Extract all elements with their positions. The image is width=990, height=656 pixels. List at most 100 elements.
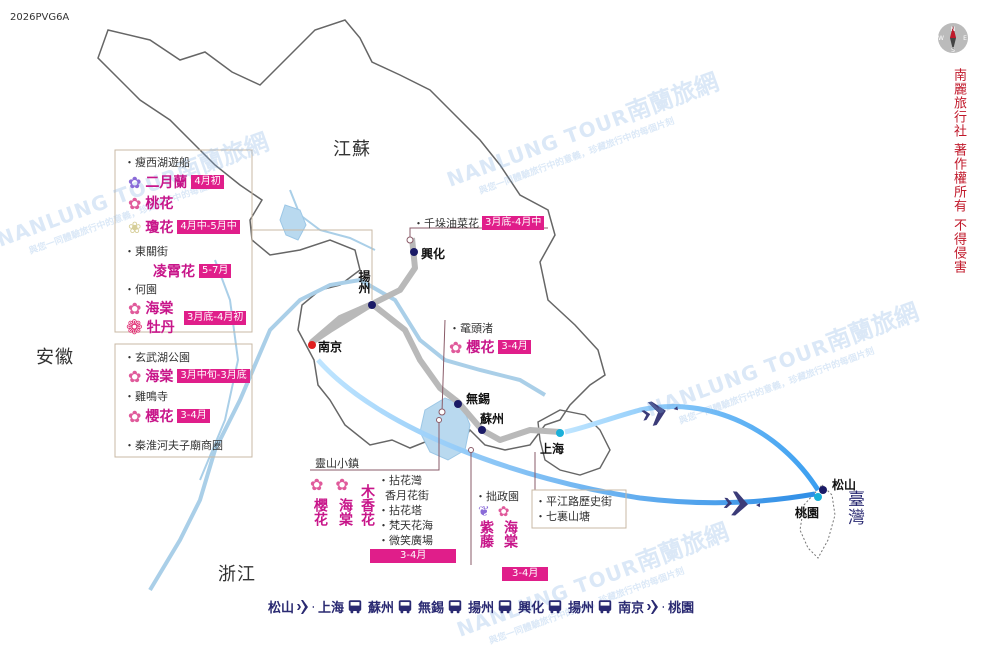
shanghai-box-frame <box>531 489 627 529</box>
city-taoyuan: 桃園 <box>795 506 820 520</box>
cherry-flower-icon: ✿ <box>310 475 324 494</box>
route-stop: 揚州 <box>568 601 595 616</box>
region-jiangsu: 江蘇 <box>333 139 371 160</box>
suzhou-flower-begonia: 海棠 <box>502 520 518 548</box>
city-xinghua: 興化 <box>421 247 446 261</box>
plane-icon <box>641 401 679 426</box>
row-nanjing-begonia: ✿ 海棠 3月中旬-3月底 <box>128 366 250 386</box>
route-stop: 南京 <box>618 601 645 616</box>
peach-flower-icon: ✿ <box>128 193 142 213</box>
spot-xuanwu-lake: ・玄武湖公園 <box>124 351 190 364</box>
bus-icon <box>397 599 415 615</box>
row-qionghua: ❀ 瓊花 4月中-5月中 <box>128 217 240 237</box>
xinghua-marker <box>406 236 414 244</box>
begonia-flower-icon: ✿ <box>128 298 142 318</box>
jiangsu-outline <box>97 19 606 451</box>
xinghua-info: ・千垛油菜花 3月底-4月中 <box>413 215 545 231</box>
lingshan-items: ・拈花灣 香月花街 ・拈花塔 ・梵天花海 ・微笑廣場 <box>378 473 433 548</box>
route-stop: 桃園 <box>668 601 695 616</box>
city-wuxi: 無錫 <box>466 392 491 406</box>
shanghai-dot <box>556 429 564 437</box>
lingshan-item: ・梵天花海 <box>378 519 433 532</box>
row-nanjing-cherry: ✿ 櫻花 3-4月 <box>128 406 210 426</box>
lingshan-flower-begonia: 海棠 <box>337 498 353 526</box>
route-stop: 無錫 <box>418 601 445 616</box>
bus-icon <box>447 599 465 615</box>
river-west <box>199 259 240 481</box>
cherry-flower-icon: ✿ <box>128 406 142 426</box>
cherry-flower-icon: ✿ <box>449 337 463 357</box>
lingshan-flower-cherry: 櫻花 <box>312 498 328 526</box>
flight-return <box>316 358 816 506</box>
route-stop: 蘇州 <box>368 601 395 616</box>
plane-icon <box>647 599 665 615</box>
begonia-peony-badge: 3月底-4月初 <box>184 311 247 325</box>
tour-code: 2026PVG6A <box>10 12 70 23</box>
violet-flower-icon: ✿ <box>128 172 142 192</box>
svg-text:W: W <box>938 35 944 42</box>
qionghua-flower-icon: ❀ <box>128 217 142 237</box>
copyright-text: 南麗旅行社 著作權所有 不得侵害 <box>951 68 966 275</box>
taoyuan-dot <box>814 493 822 501</box>
city-suzhou: 蘇州 <box>480 412 505 426</box>
city-shanghai: 上海 <box>540 442 565 456</box>
xinghua-dot <box>410 248 418 256</box>
suzhou-flower-icons: ❦ ✿ <box>478 504 509 520</box>
spot-zhuozheng: ・拙政園 <box>475 490 519 503</box>
yangtze-river <box>148 277 547 592</box>
lingshan-flower-icons: ✿ ✿ <box>310 475 349 494</box>
flight-outbound <box>564 404 821 492</box>
nanjing-dot <box>308 341 316 349</box>
suzhou-flower-wisteria: 紫藤 <box>478 520 494 548</box>
lingshan-item: ・拈花塔 <box>378 504 422 517</box>
road-route <box>309 237 561 443</box>
lingshan-badge: 3-4月 <box>370 549 457 563</box>
lingshan-title: 靈山小鎮 <box>315 457 359 470</box>
route-stop: 揚州 <box>468 601 495 616</box>
route-stop: 松山 <box>268 601 295 616</box>
wuxi-marker <box>438 408 446 416</box>
region-zhejiang: 浙江 <box>218 564 256 585</box>
svg-text:E: E <box>963 35 967 42</box>
city-yangzhou: 揚州 <box>357 270 371 294</box>
row-begonia: ✿ 海棠 <box>128 298 174 318</box>
svg-text:S: S <box>951 47 955 54</box>
shanghai-outline <box>537 409 611 476</box>
city-songshan: 松山 <box>832 478 857 492</box>
bus-icon <box>497 599 515 615</box>
region-anhui: 安徽 <box>36 347 74 368</box>
row-peony: ❁ 牡丹 <box>126 315 175 339</box>
suzhou-badge: 3-4月 <box>502 567 549 581</box>
suzhou-marker <box>468 447 474 453</box>
row-trumpet: 凌霄花 5-7月 <box>153 261 232 281</box>
lingshan-marker <box>436 417 442 423</box>
spot-slender-west-lake: ・瘦西湖遊船 <box>124 156 190 169</box>
yangzhou-dot <box>368 301 376 309</box>
bus-icon <box>347 599 365 615</box>
bus-icon <box>597 599 615 615</box>
spot-dongguan-street: ・東關街 <box>124 245 168 258</box>
shanghai-item: ・七裏山塘 <box>535 510 590 523</box>
compass-icon: N S E W <box>938 23 968 54</box>
begonia-flower-icon: ✿ <box>497 504 510 520</box>
spot-yuantouzhu: ・鼋頭渚 <box>449 322 493 335</box>
begonia-flower-icon: ✿ <box>128 366 142 386</box>
shanghai-items: ・平江路歷史街 ・七裏山塘 <box>535 494 612 524</box>
row-orychophragmus: ✿ 二月蘭 4月初 <box>128 172 224 192</box>
route-stop: 上海 <box>318 601 345 616</box>
suzhou-dot <box>478 426 486 434</box>
yangzhou-box-frame <box>114 149 253 333</box>
leader-wuxi <box>441 319 446 413</box>
bus-icon <box>547 599 565 615</box>
row-wuxi-cherry: ✿ 櫻花 3-4月 <box>449 337 531 357</box>
leader-lingshan <box>310 420 440 471</box>
yangzhou-connector <box>252 229 373 300</box>
spot-he-garden: ・何園 <box>124 283 157 296</box>
lingshan-flower-mulan: 木香花 <box>359 484 375 526</box>
svg-text:N: N <box>951 26 956 33</box>
itinerary-route: 松山上海蘇州無錫揚州興化揚州南京桃園 <box>268 597 694 616</box>
spot-jiming-temple: ・雞鳴寺 <box>124 390 168 403</box>
lingshan-item: ・拈花灣 <box>378 474 422 487</box>
begonia-flower-icon: ✿ <box>335 475 349 494</box>
